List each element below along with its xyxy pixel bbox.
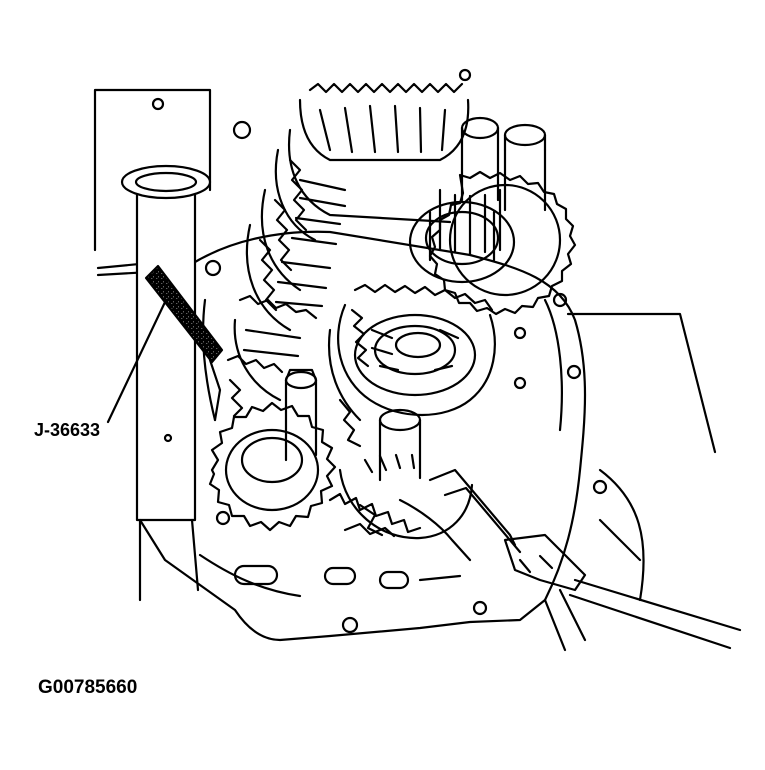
upper-right-gear (408, 170, 577, 316)
case-flange (138, 230, 608, 642)
housing-wall (93, 88, 252, 277)
countershaft-gear (208, 368, 337, 532)
snap-ring-pliers (358, 468, 742, 652)
middle-helical-gear (328, 283, 496, 448)
upper-gear-stack (245, 68, 472, 332)
lower-center-gear (328, 408, 474, 540)
j-36633-tool-graphic (120, 164, 224, 602)
tool-leader-line (106, 298, 168, 424)
tool-callout-label: J-36633 (34, 420, 101, 440)
figure-id-label: G00785660 (38, 677, 138, 698)
left-gear-stack (226, 294, 318, 418)
side-plate (566, 312, 717, 602)
